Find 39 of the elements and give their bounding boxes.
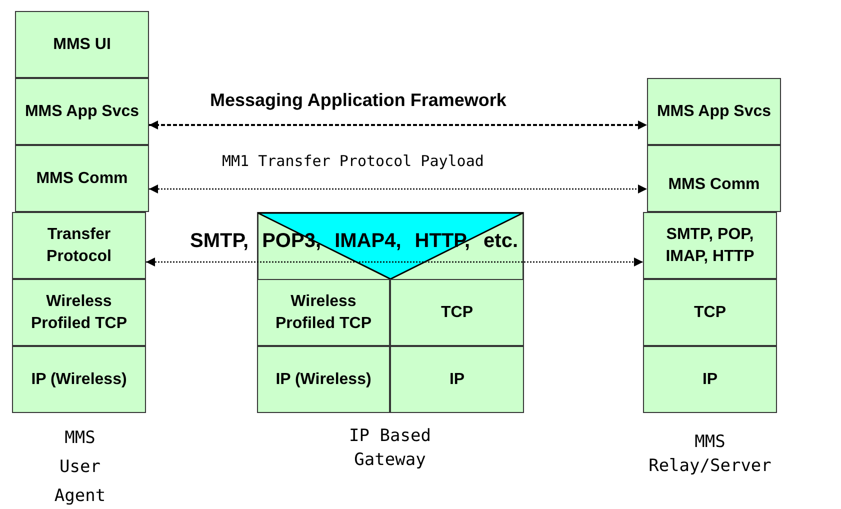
double-arrow — [149, 184, 647, 194]
protocol-layer-box — [643, 212, 777, 279]
protocol-layer-box — [643, 279, 777, 346]
layer-label: MMS Comm — [36, 168, 128, 188]
layer-label: IP — [449, 370, 465, 390]
protocol-layer-box — [643, 346, 777, 413]
layer-label: MMS App Svcs — [24, 102, 140, 122]
layer-label: MMS UI — [53, 34, 111, 54]
layer-label: Wireless Profiled TCP — [30, 292, 128, 334]
edge-label: MM1 Transfer Protocol Payload — [222, 152, 484, 170]
protocol-layer-box — [12, 212, 146, 279]
stack-caption: MMS User Agent — [53, 427, 107, 508]
protocol-layer-box — [15, 145, 149, 212]
edge-label: Messaging Application Framework — [210, 90, 506, 111]
protocol-layer-box — [257, 279, 390, 346]
layer-label: TCP — [441, 302, 473, 322]
layer-label: SMTP, POP, IMAP, HTTP — [664, 224, 756, 266]
layer-label: MMS Comm — [668, 174, 760, 194]
protocol-layer-box — [390, 279, 524, 346]
double-arrow — [149, 120, 647, 130]
layer-label: Wireless Profiled TCP — [274, 292, 372, 334]
protocol-layer-box — [15, 11, 149, 78]
layer-label: IP (Wireless) — [31, 370, 127, 390]
protocol-layer-box — [12, 279, 146, 346]
edge-label: SMTP, POP3, IMAP4, HTTP, etc. — [190, 230, 518, 253]
protocol-layer-box — [15, 78, 149, 145]
layer-label: Transfer Protocol — [46, 224, 112, 266]
protocol-layer-box — [390, 346, 524, 413]
layer-label: TCP — [694, 302, 726, 322]
protocol-layer-box — [647, 78, 781, 145]
layer-label: IP (Wireless) — [276, 370, 372, 390]
protocol-layer-box — [257, 346, 390, 413]
protocol-layer-box — [12, 346, 146, 413]
stack-caption: IP Based Gateway — [348, 425, 432, 472]
double-arrow — [146, 258, 643, 266]
layer-label: MMS App Svcs — [656, 102, 772, 122]
protocol-layer-box — [647, 145, 781, 212]
stack-caption: MMS Relay/Server — [648, 431, 772, 478]
layer-label: IP — [702, 370, 718, 390]
